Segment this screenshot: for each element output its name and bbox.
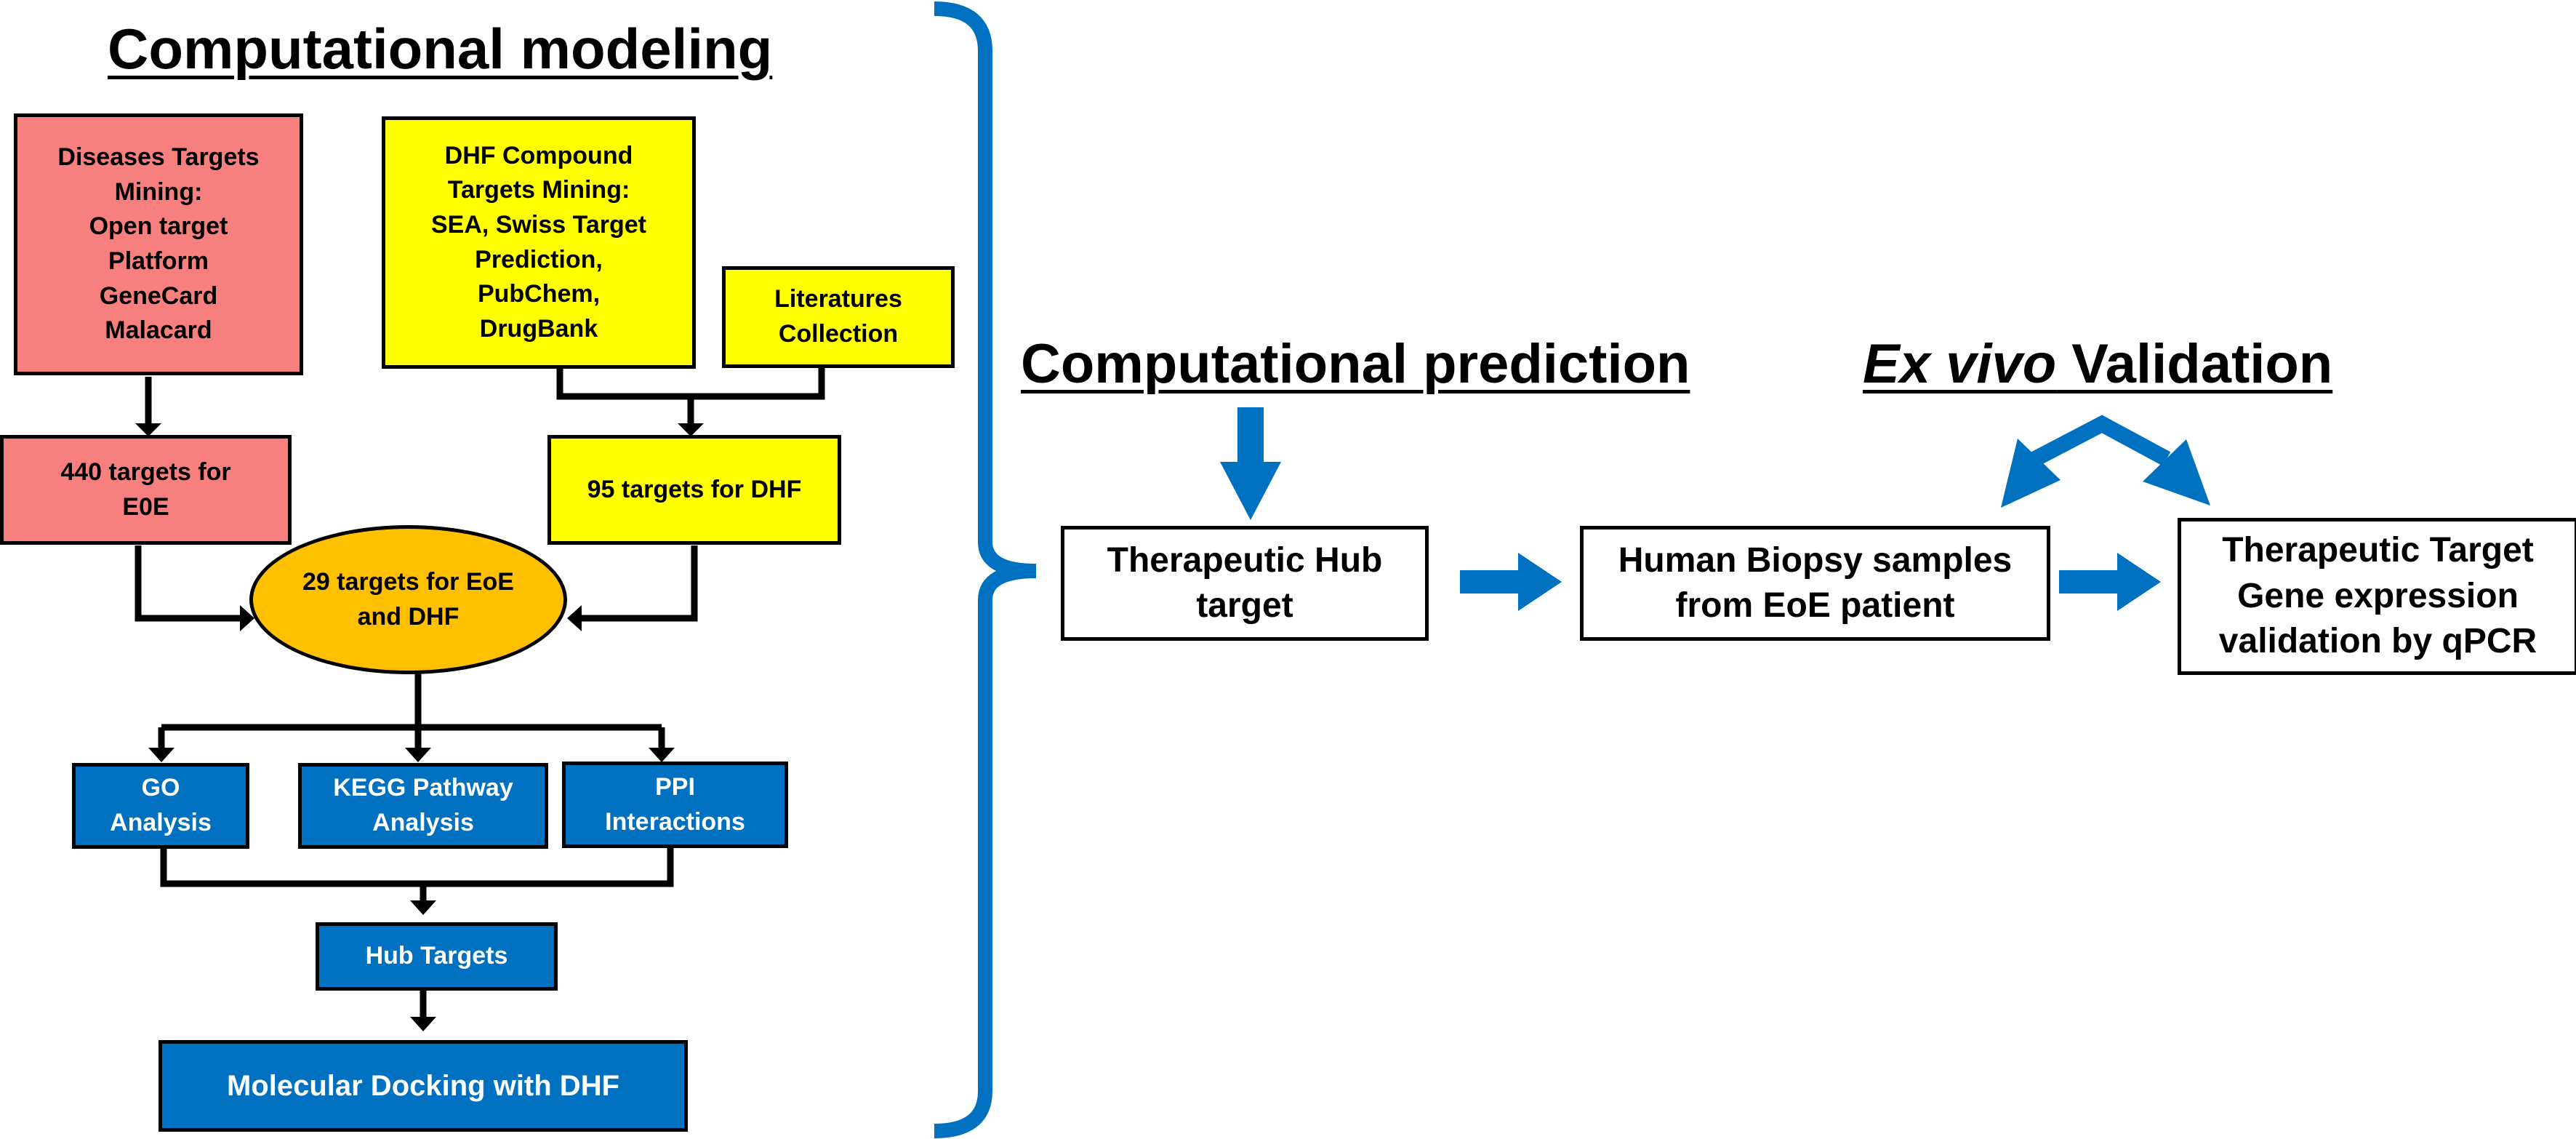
arrowhead-kegg — [405, 748, 431, 762]
diseases-targets-box: Diseases Targets Mining: Open target Pla… — [14, 113, 303, 375]
heading-computational-prediction: Computational prediction — [1021, 333, 1690, 395]
go-analysis-box: GO Analysis — [72, 763, 249, 849]
heading-validation-text: Validation — [2056, 333, 2333, 395]
targets-e0e-box: 440 targets for E0E — [0, 435, 292, 545]
arrow-dhf-to-shared — [578, 545, 698, 622]
dhf-compound-targets-box: DHF Compound Targets Mining: SEA, Swiss … — [382, 116, 696, 369]
qpcr-validation-box: Therapeutic Target Gene expression valid… — [2178, 518, 2576, 675]
heading-ex-vivo-italic: Ex vivo — [1863, 333, 2057, 395]
arrowhead-ppi — [649, 748, 675, 762]
kegg-pathway-box: KEGG Pathway Analysis — [298, 763, 548, 849]
heading-computational-modeling: Computational modeling — [108, 17, 773, 81]
ppi-interactions-box: PPI Interactions — [562, 762, 788, 848]
shared-targets-ellipse: 29 targets for EoE and DHF — [249, 525, 567, 674]
arrowhead-hub — [410, 900, 436, 915]
therapeutic-hub-box: Therapeutic Hub target — [1061, 526, 1429, 641]
hub-targets-box: Hub Targets — [316, 922, 558, 991]
blue-bracket — [934, 1, 1037, 1138]
arrowhead-dhf-targets — [678, 423, 704, 436]
arrowhead-go — [148, 748, 174, 762]
arrowhead-docking — [410, 1017, 436, 1031]
literatures-box: Literatures Collection — [722, 266, 955, 368]
human-biopsy-box: Human Biopsy samples from EoE patient — [1580, 526, 2050, 641]
connector-compound-literature-join — [556, 367, 825, 400]
arrow-validation-bidirectional — [2001, 415, 2210, 508]
arrowhead-shared-left — [240, 605, 254, 631]
arrowhead-shared-right — [567, 605, 582, 631]
arrow-biopsy-to-validation — [2059, 553, 2161, 611]
arrow-e0e-to-shared — [135, 545, 244, 622]
connector-analyses-join — [160, 847, 674, 887]
arrow-hub-to-biopsy — [1460, 553, 1562, 611]
arrow-prediction-down — [1220, 407, 1281, 520]
heading-ex-vivo-validation: Ex vivo Validation — [1863, 337, 2332, 392]
targets-dhf-box: 95 targets for DHF — [547, 435, 841, 545]
molecular-docking-box: Molecular Docking with DHF — [159, 1040, 688, 1132]
arrowhead-e0e — [135, 423, 161, 436]
